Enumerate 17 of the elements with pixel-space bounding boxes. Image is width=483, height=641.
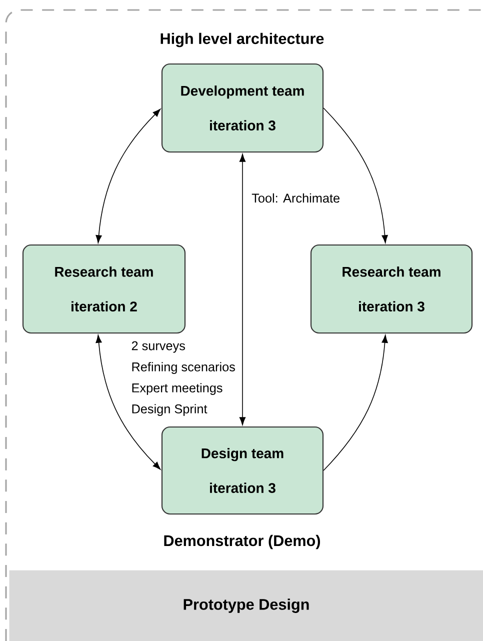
note-text: Expert meetings <box>132 383 222 395</box>
team-box: Research team iteration 2 <box>22 244 186 334</box>
arrow <box>239 154 246 426</box>
frame-caption: Demonstrator (Demo) <box>164 534 320 550</box>
arrow <box>323 334 388 471</box>
band: Prototype Design <box>9 570 483 641</box>
arrow <box>96 108 161 244</box>
note-text: Design Sprint <box>132 404 208 416</box>
arrow <box>323 108 388 244</box>
team-box: Development team iteration 3 <box>161 63 324 153</box>
team-box: Design team iteration 3 <box>161 426 324 515</box>
dashed-frame <box>5 9 483 641</box>
arrow <box>96 334 161 470</box>
team-box: Research team iteration 3 <box>310 244 473 334</box>
title: High level architecture <box>160 32 324 48</box>
edge-label: Tool: Archimate <box>252 193 340 203</box>
note-text: Refining scenarios <box>132 362 235 374</box>
